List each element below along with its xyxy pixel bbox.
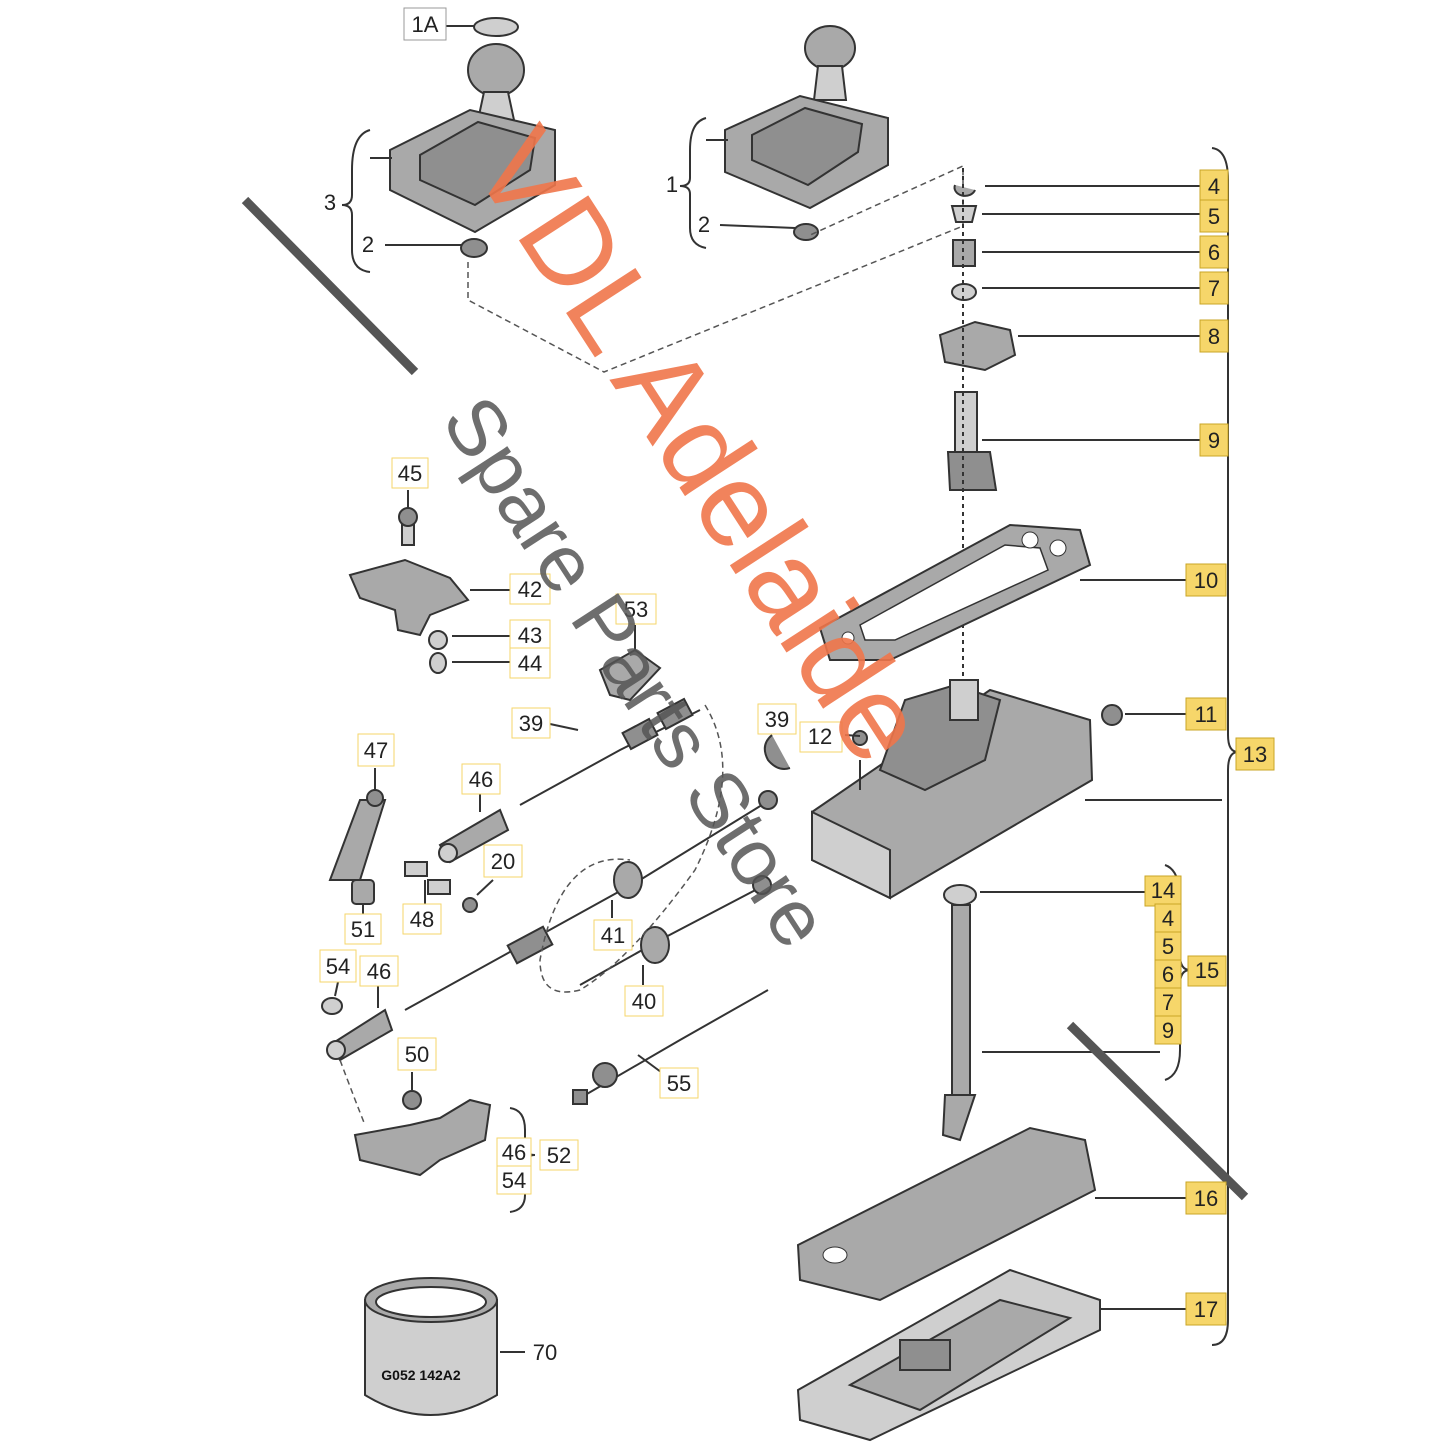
label-15: 15 xyxy=(1195,958,1219,983)
label-46-bottom: 46 xyxy=(502,1140,526,1165)
label-14: 14 xyxy=(1151,878,1175,903)
cover-17 xyxy=(796,1268,1101,1442)
label-39-right: 39 xyxy=(765,707,789,732)
label-46-mid: 46 xyxy=(367,959,391,984)
shift-housing xyxy=(811,679,1123,900)
shift-lever-parts xyxy=(938,184,1017,491)
label-20: 20 xyxy=(491,849,515,874)
label-54-top: 54 xyxy=(326,954,350,979)
bracket-42 xyxy=(348,507,470,674)
label-1: 1 xyxy=(666,172,678,197)
label-7-sub: 7 xyxy=(1162,990,1174,1015)
label-42: 42 xyxy=(518,577,542,602)
label-2-right: 2 xyxy=(698,212,710,237)
label-70: 70 xyxy=(533,1340,557,1365)
label-39-left: 39 xyxy=(519,711,543,736)
label-3: 3 xyxy=(324,190,336,215)
label-11: 11 xyxy=(1195,702,1218,727)
label-4: 4 xyxy=(1208,174,1220,199)
label-46-top: 46 xyxy=(469,767,493,792)
label-53: 53 xyxy=(624,597,648,622)
label-9: 9 xyxy=(1208,428,1220,453)
label-48: 48 xyxy=(410,907,434,932)
label-1A: 1A xyxy=(412,12,439,37)
label-50: 50 xyxy=(405,1042,429,1067)
label-9-sub: 9 xyxy=(1162,1018,1174,1043)
label-6-sub: 6 xyxy=(1162,962,1174,987)
label-17: 17 xyxy=(1194,1297,1218,1322)
label-52: 52 xyxy=(547,1143,571,1168)
label-12: 12 xyxy=(808,724,832,749)
label-10: 10 xyxy=(1194,568,1218,593)
part-marking-text: G052 142A2 xyxy=(381,1367,461,1383)
callout-labels: 1A 1 2 2 3 4 5 6 7 8 9 10 11 13 12 14 4 … xyxy=(319,7,1275,1365)
label-43: 43 xyxy=(518,623,542,648)
label-8: 8 xyxy=(1208,324,1220,349)
label-2-left: 2 xyxy=(362,232,374,257)
label-41: 41 xyxy=(601,923,625,948)
gear-knob-boot-right xyxy=(724,25,889,241)
label-45: 45 xyxy=(398,461,422,486)
cable-assembly xyxy=(404,697,791,1105)
gear-knob-boot-left xyxy=(389,17,556,258)
label-7: 7 xyxy=(1208,276,1220,301)
label-51: 51 xyxy=(351,917,375,942)
label-44: 44 xyxy=(518,651,542,676)
label-6: 6 xyxy=(1208,240,1220,265)
label-4-sub: 4 xyxy=(1162,906,1174,931)
label-5: 5 xyxy=(1208,204,1220,229)
bushing-70 xyxy=(364,1277,498,1416)
label-54-bottom: 54 xyxy=(502,1168,526,1193)
gasket-10 xyxy=(818,523,1092,661)
label-40: 40 xyxy=(632,989,656,1014)
label-55: 55 xyxy=(667,1071,691,1096)
plate-16 xyxy=(796,1126,1097,1302)
label-13: 13 xyxy=(1243,742,1267,767)
label-5-sub: 5 xyxy=(1162,934,1174,959)
label-16: 16 xyxy=(1194,1186,1218,1211)
label-47: 47 xyxy=(364,738,388,763)
